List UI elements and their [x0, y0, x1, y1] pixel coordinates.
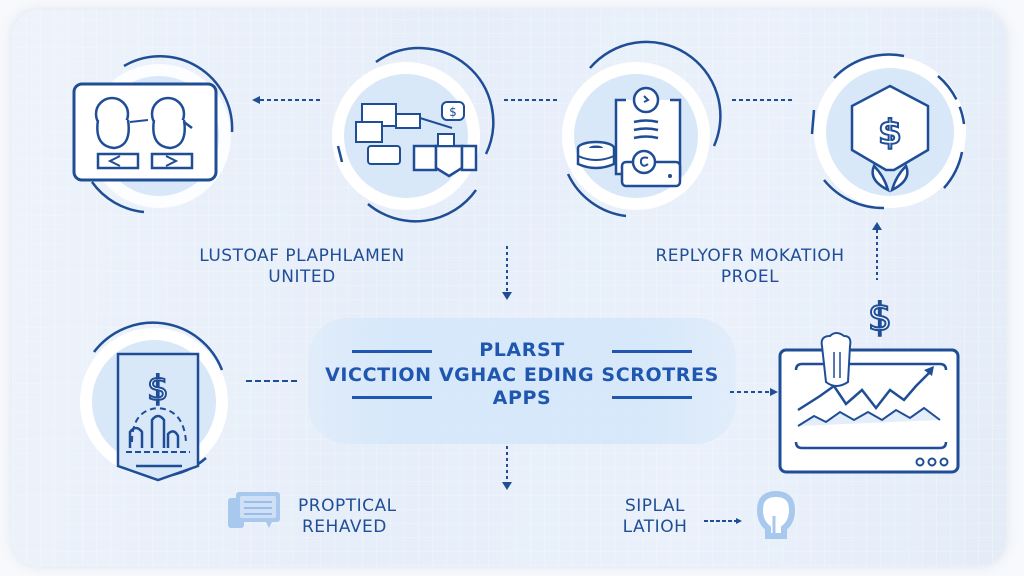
node-payment: [546, 40, 726, 226]
marketplace-buildings-icon: $: [332, 46, 495, 223]
label-top-right-line2: PROEL: [720, 267, 780, 287]
label-top-right-line1: REPLYOFR MOKATIOH: [655, 246, 845, 266]
node-exchange: [64, 54, 244, 224]
center-title-line1: PLARST: [479, 339, 565, 361]
label-bottom-right-line2: LATIOH: [622, 517, 688, 537]
diagram-canvas: $: [12, 10, 1006, 566]
label-top-left-line1: LUSTOAF PLAPHLAMEN: [199, 246, 405, 266]
svg-text:$: $: [878, 113, 902, 153]
label-bottom-right: SIPLAL LATIOH: [610, 496, 700, 538]
node-dollar: $: [794, 40, 984, 230]
arrow-down-to-center: [502, 246, 512, 300]
label-top-left-line2: UNITED: [268, 267, 336, 287]
center-panel: PLARST VICCTION VGHAC EDING SCROTRES APP…: [308, 318, 736, 444]
rule-bottom-left: [352, 396, 432, 399]
rule-top-left: [352, 350, 432, 353]
label-bottom-left-line1: PROPTICAL: [298, 496, 397, 516]
payment-document-coins-icon: [562, 40, 722, 218]
center-title-line3: APPS: [492, 387, 552, 409]
arrow-up-to-dollar: [872, 222, 882, 280]
svg-text:$: $: [147, 369, 169, 409]
dollar-hexagon-icon: $: [810, 53, 966, 210]
growth-chart-monitor-icon: $: [778, 294, 960, 474]
label-top-left: LUSTOAF PLAPHLAMEN UNITED: [152, 246, 452, 288]
dollar-sign-icon: $: [867, 294, 893, 340]
characters-exchange-icon: [72, 55, 234, 214]
node-market: $: [316, 46, 496, 226]
rule-bottom-right: [612, 396, 692, 399]
label-top-right: REPLYOFR MOKATIOH PROEL: [600, 246, 900, 288]
label-bottom-left-line2: REHAVED: [302, 517, 387, 537]
dollar-budget-document-icon: $: [80, 321, 228, 482]
center-title-line2: VICCTION VGHAC EDING SCROTRES: [325, 364, 719, 386]
chat-bubble-icon: [228, 492, 280, 528]
label-bottom-left: PROPTICAL REHAVED: [298, 496, 448, 538]
arrow-connector-top-middle: [504, 99, 560, 101]
lightbulb-icon: [756, 490, 796, 539]
svg-text:$: $: [449, 105, 457, 119]
arrow-down-from-center: [502, 446, 512, 490]
arrow-center-to-growth: [730, 388, 778, 396]
node-budget: $: [74, 310, 254, 490]
node-growth: $: [774, 286, 974, 486]
arrow-connector-top-right: [732, 99, 794, 101]
arrow-left-top: [252, 96, 320, 104]
arrow-to-lightbulb: [704, 518, 742, 524]
svg-text:$: $: [868, 295, 892, 339]
label-bottom-right-line1: SIPLAL: [624, 496, 686, 516]
rule-top-right: [612, 350, 692, 353]
